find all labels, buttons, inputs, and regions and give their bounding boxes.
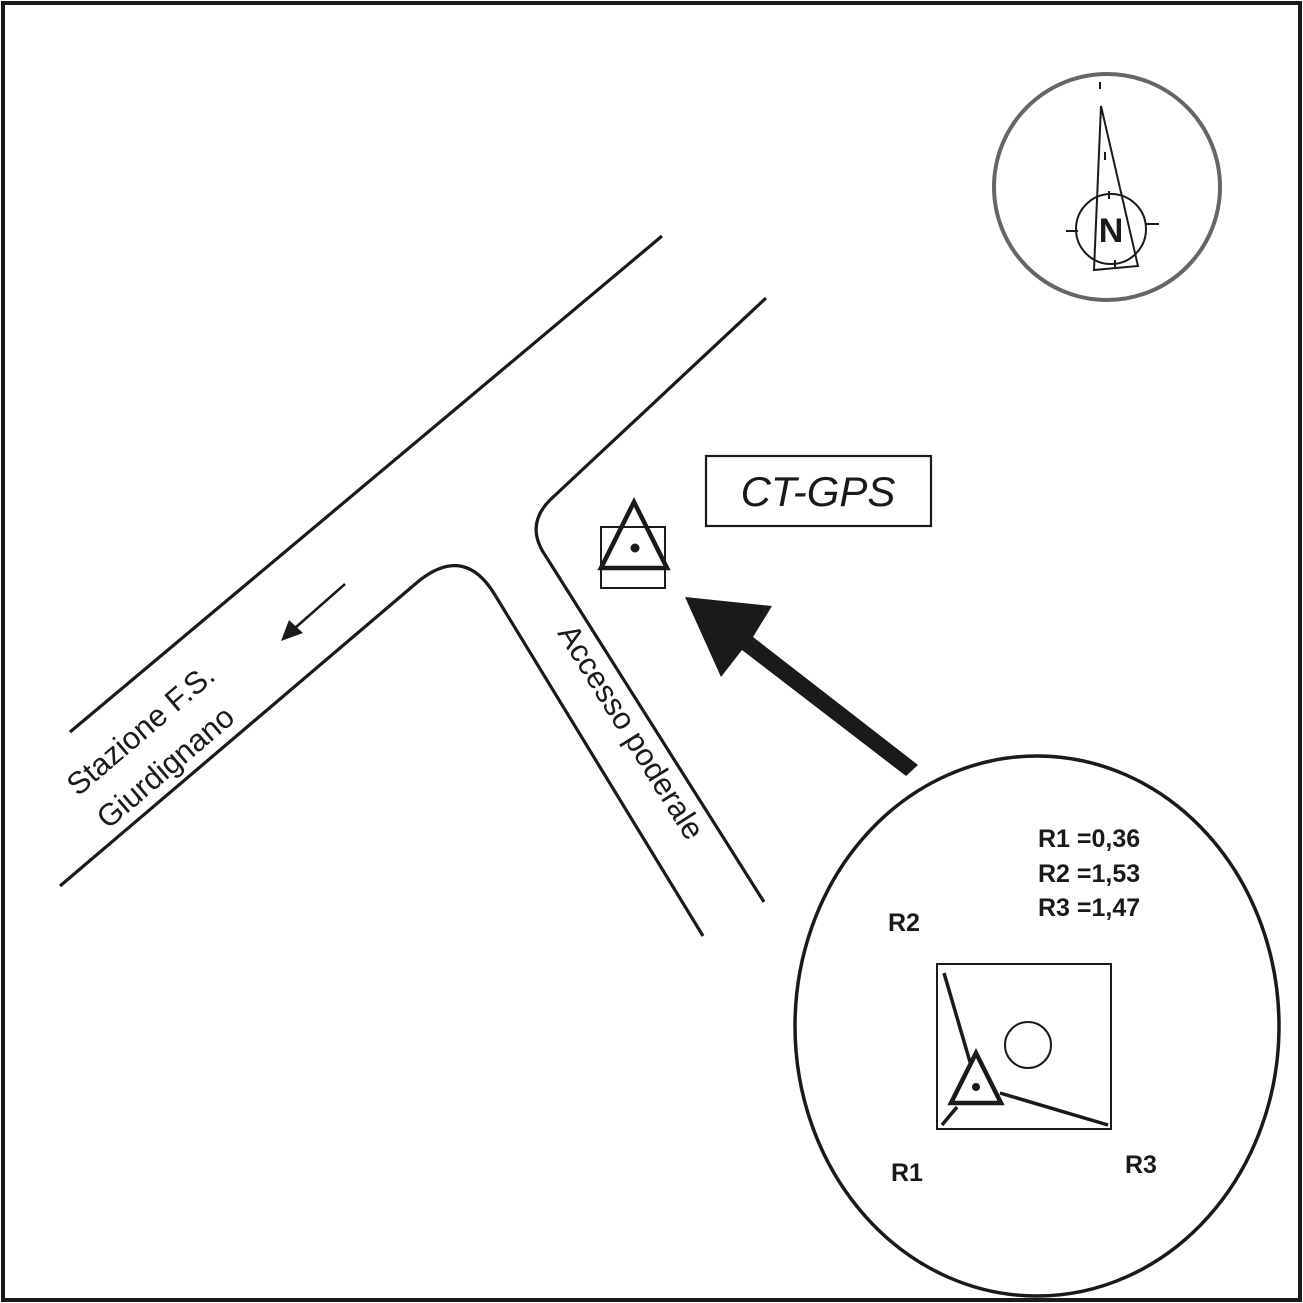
direction-arrow-icon (281, 583, 346, 641)
station-label: CT-GPS (741, 468, 896, 515)
measurement-r1: R1 =0,36 (1038, 825, 1140, 853)
main-road (58, 234, 705, 937)
reference-line-r2 (942, 972, 972, 1063)
reference-label-r1: R1 (891, 1159, 923, 1187)
station-label-box (704, 454, 933, 528)
main-road-south-edge (58, 564, 705, 937)
pointer-arrow-icon (685, 597, 918, 776)
detail-station-marker-icon (947, 1047, 1005, 1106)
compass-north-label: N (1099, 212, 1124, 250)
access-road (534, 296, 768, 903)
reference-label-r3: R3 (1125, 1151, 1157, 1179)
detail-inset-frame (793, 754, 1281, 1298)
station-marker-icon (597, 496, 671, 589)
measurement-r2: R2 =1,53 (1038, 860, 1140, 888)
detail-inset: R1 =0,36 R2 =1,53 R3 =1,47 R2 R1 R3 (793, 754, 1281, 1298)
access-road-east-edge (534, 296, 768, 903)
reference-circle-icon (1004, 1021, 1052, 1069)
measurement-r3: R3 =1,47 (1038, 894, 1140, 922)
reference-label-r2: R2 (888, 909, 920, 937)
north-compass-icon: N (992, 72, 1222, 302)
reference-line-r3 (999, 1091, 1109, 1127)
reference-line-r1 (940, 1105, 959, 1127)
main-road-north-edge (68, 234, 664, 734)
detail-plot-box (936, 963, 1112, 1130)
detail-station-point-icon (972, 1083, 980, 1091)
